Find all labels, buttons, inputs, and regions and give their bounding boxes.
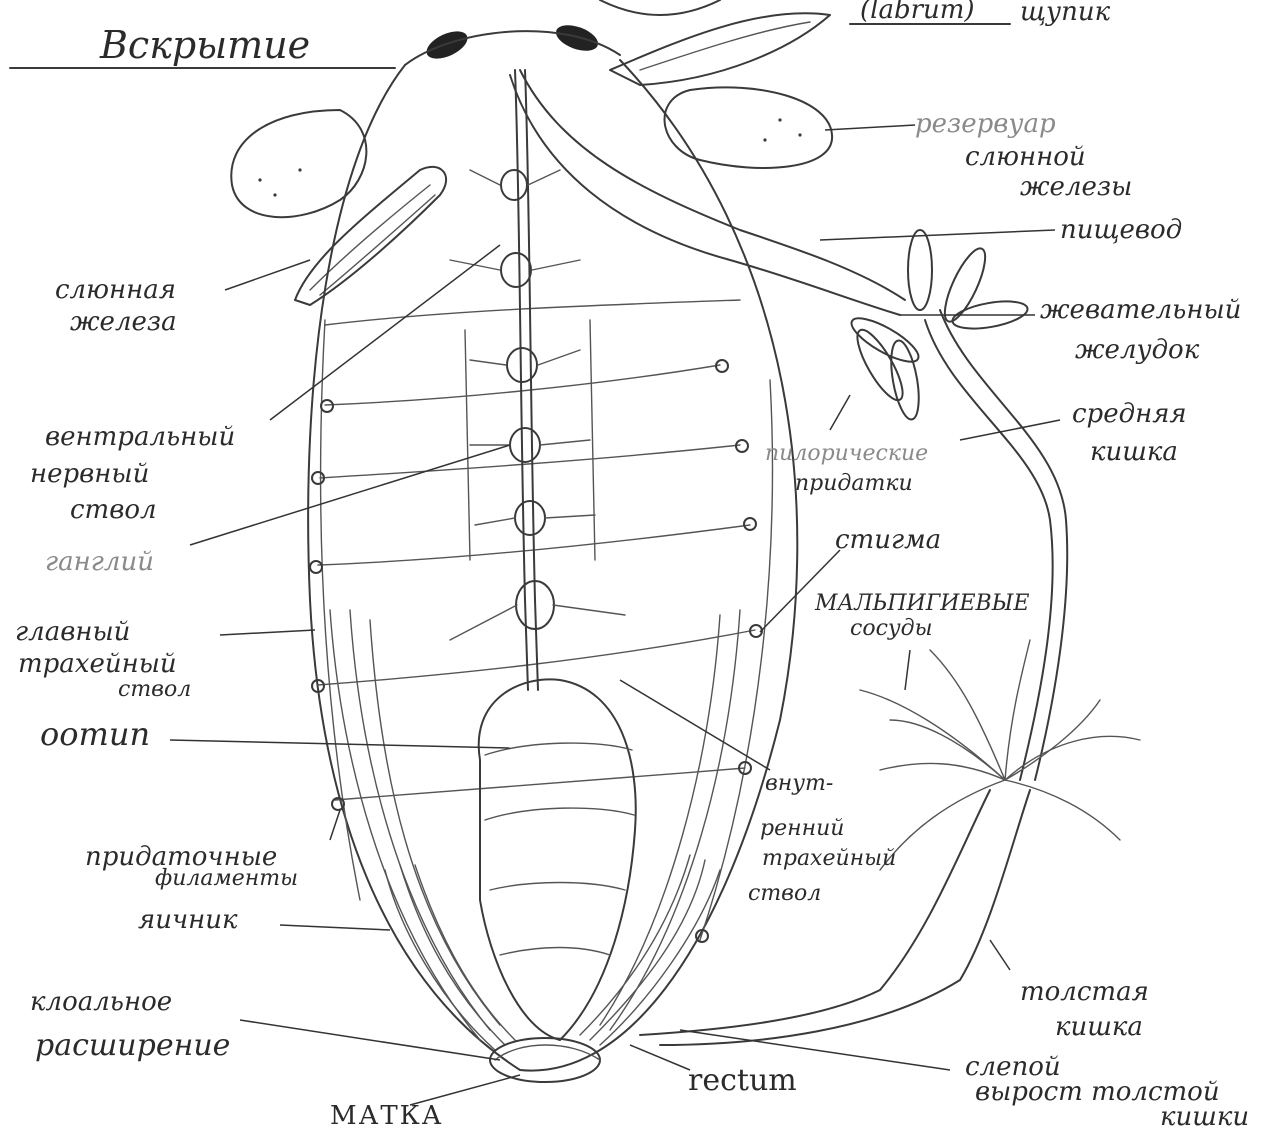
label-cloacal-2: расширение [35, 1028, 230, 1063]
body-outline [308, 60, 797, 1071]
stigma-7 [736, 440, 748, 452]
label-hindgut-2: кишка [1055, 1012, 1143, 1042]
tracheal-grid [318, 300, 755, 800]
malpighian-tubules [860, 640, 1140, 870]
label-ganglion: ганглий [45, 547, 154, 577]
label-ventral-nerve-cord-1: вентральный [45, 422, 235, 452]
label-main-trachea-3: ствол [118, 677, 191, 702]
label-caecum-3: кишки [1160, 1102, 1249, 1132]
ventral-nerve-cord [450, 70, 625, 690]
stigma-8 [744, 518, 756, 530]
label-ventral-nerve-cord-2: нервный [30, 459, 149, 489]
esophagus [520, 70, 905, 300]
stigma-1 [321, 400, 333, 412]
label-main-trachea-2: трахейный [18, 649, 177, 679]
salivary-gland [295, 167, 446, 305]
label-inner-trachea-1: внут- [765, 771, 833, 796]
label-palp: щупик [1020, 0, 1111, 27]
label-pyloric-2: придатки [795, 471, 913, 496]
label-salivary-reservoir-1: резервуар [915, 109, 1056, 139]
head [405, 0, 830, 85]
label-rectum: rectum [688, 1063, 797, 1098]
title: Вскрытие [99, 23, 310, 67]
label-salivary-gland-2: железа [70, 307, 177, 337]
label-cloacal-1: клоальное [30, 987, 172, 1017]
label-ootype: оотип [40, 715, 150, 753]
stigma-3 [310, 561, 322, 573]
label-pyloric-1: пилорические [765, 441, 928, 466]
label-salivary-reservoir-2: слюнной [965, 142, 1086, 172]
ovary-right [580, 610, 740, 1045]
label-inner-trachea-2: ренний [760, 816, 844, 841]
label-malpighian-2: сосуды [850, 616, 933, 641]
label-main-trachea-1: главный [15, 617, 130, 647]
gizzard [846, 230, 1029, 421]
midgut [925, 320, 1053, 780]
label-ovary: яичник [138, 905, 238, 935]
label-inner-trachea-4: ствол [748, 881, 821, 906]
label-salivary-reservoir-3: железы [1020, 172, 1132, 202]
label-accessory-filaments-2: филаменты [155, 866, 298, 891]
label-midgut-1: средняя [1072, 399, 1187, 429]
ootype [479, 679, 636, 1040]
salivary-reservoir [231, 87, 832, 217]
label-uterus: МАТКА [330, 1101, 443, 1131]
eye-right [553, 20, 602, 56]
label-esophagus: пищевод [1060, 215, 1182, 245]
label-malpighian-1: МАЛЬПИГИЕВЫЕ [814, 591, 1029, 616]
label-labrum: (labrum) [860, 0, 975, 25]
label-salivary-gland-1: слюнная [55, 275, 176, 305]
eye-left [422, 26, 471, 65]
label-gizzard-1: жевательный [1040, 295, 1241, 325]
label-ventral-nerve-cord-3: ствол [70, 495, 157, 525]
label-gizzard-2: желудок [1075, 335, 1200, 365]
label-stigma: стигма [835, 525, 941, 555]
label-inner-trachea-3: трахейный [762, 846, 896, 871]
label-midgut-2: кишка [1090, 437, 1178, 467]
label-hindgut-1: толстая [1020, 977, 1149, 1007]
